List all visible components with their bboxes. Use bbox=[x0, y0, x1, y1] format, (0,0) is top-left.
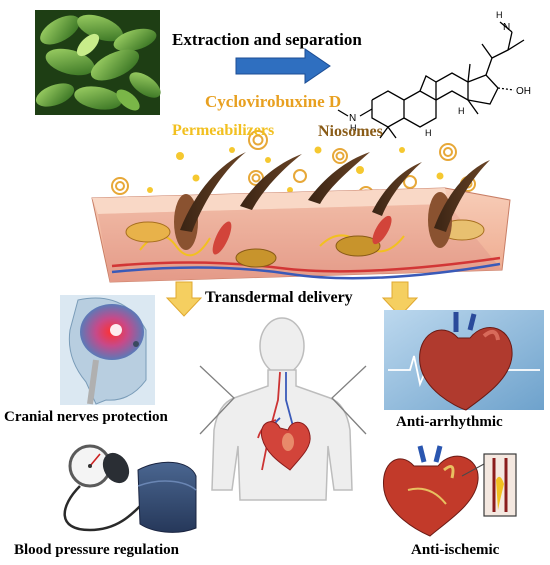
leaf-cluster bbox=[35, 14, 161, 111]
arrhythmic-label: Anti-arrhythmic bbox=[396, 414, 503, 430]
atom-n-left: N bbox=[349, 113, 356, 124]
blood-pressure-device bbox=[63, 444, 197, 533]
compound-name-label: Cyclovirobuxine D bbox=[205, 92, 342, 111]
human-body-outline bbox=[211, 317, 353, 501]
cyclovirobuxine-structure bbox=[337, 21, 525, 139]
transdermal-label: Transdermal delivery bbox=[205, 289, 353, 306]
atom-h-1: H bbox=[425, 128, 432, 138]
down-arrow-left bbox=[165, 281, 203, 317]
brain-head-image bbox=[60, 295, 155, 405]
arrhythmia-heart-image bbox=[384, 310, 544, 411]
ischemic-label: Anti-ischemic bbox=[411, 542, 500, 558]
permeabilizers-label: Permeabilizers bbox=[172, 122, 275, 139]
extraction-arrow bbox=[235, 48, 331, 84]
connector-lines bbox=[199, 365, 367, 435]
atom-n-top: N bbox=[503, 22, 510, 33]
atom-h-left: H bbox=[350, 123, 357, 133]
body-heart-icon bbox=[260, 421, 311, 471]
permeabilizer-particles bbox=[147, 146, 444, 193]
ischemic-heart-image bbox=[383, 445, 517, 537]
atom-oh: OH bbox=[516, 86, 531, 97]
atom-h-2: H bbox=[458, 106, 465, 116]
blood-pressure-label: Blood pressure regulation bbox=[14, 542, 180, 558]
extraction-label: Extraction and separation bbox=[172, 30, 362, 49]
down-arrow-right bbox=[381, 281, 419, 317]
atom-h-top: H bbox=[496, 10, 503, 20]
cranial-label: Cranial nerves protection bbox=[4, 409, 168, 425]
hair-shafts bbox=[180, 152, 490, 232]
plant-photo bbox=[35, 10, 161, 115]
niosomes-label: Niosomes bbox=[318, 123, 383, 140]
